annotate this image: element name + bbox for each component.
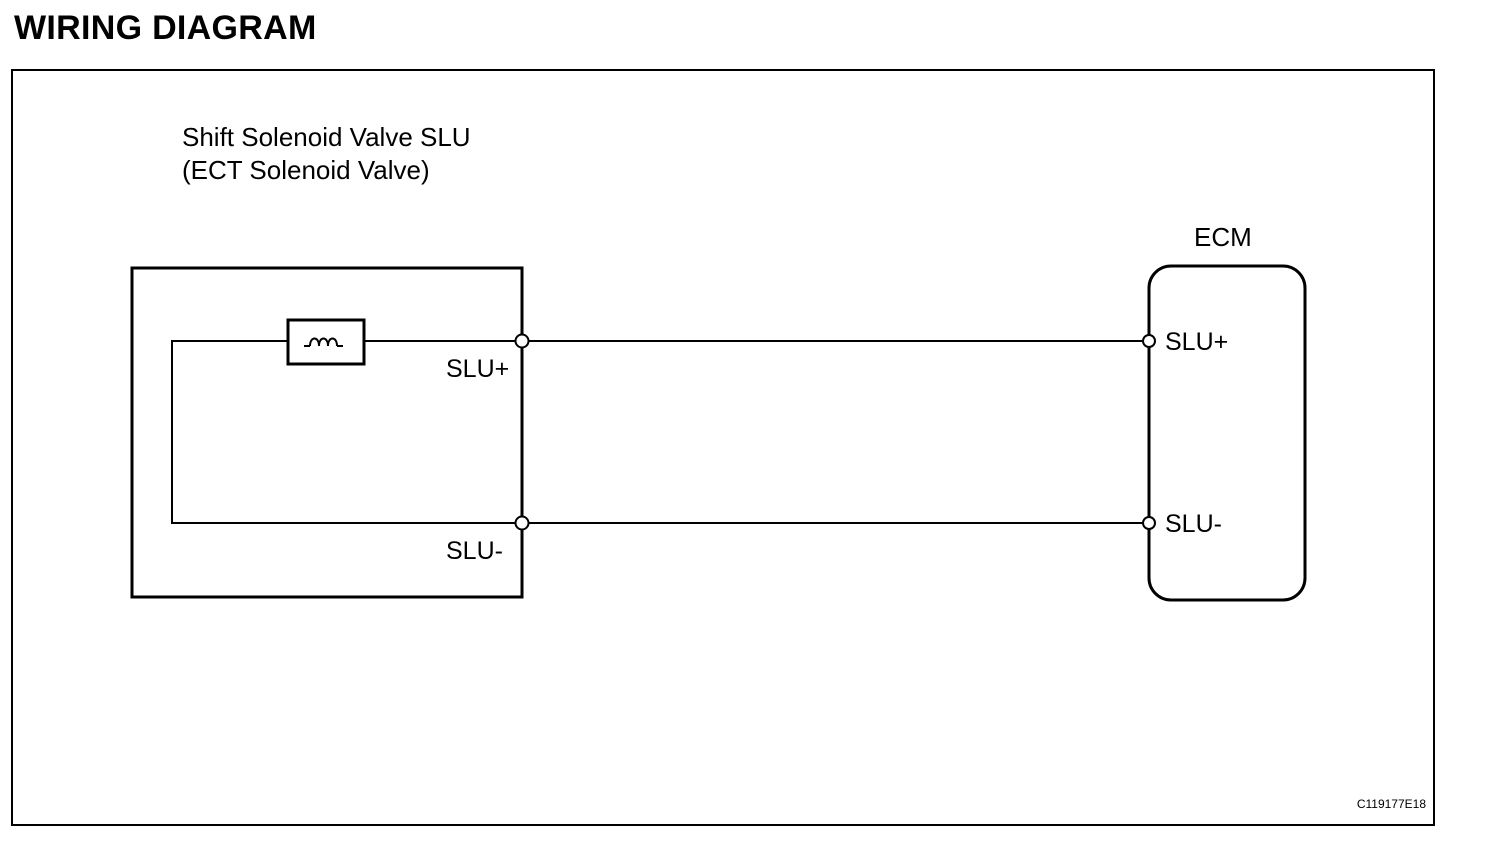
solenoid-name-line1: Shift Solenoid Valve SLU <box>182 122 471 152</box>
solenoid-terminal-slu-plus-label: SLU+ <box>446 355 509 383</box>
ecm-terminal-slu-plus <box>1142 334 1156 348</box>
solenoid-terminal-slu-minus <box>514 515 530 531</box>
ecm-box <box>1147 264 1307 602</box>
ecm-name: ECM <box>1194 222 1252 252</box>
solenoid-terminal-slu-minus-label: SLU- <box>446 537 503 565</box>
page-title: WIRING DIAGRAM <box>14 9 317 47</box>
ecm-terminal-slu-plus-label: SLU+ <box>1165 328 1228 356</box>
solenoid-box <box>130 266 524 599</box>
solenoid-terminal-slu-plus <box>514 333 530 349</box>
solenoid-coil-icon <box>286 318 366 366</box>
solenoid-name-line2: (ECT Solenoid Valve) <box>182 155 430 185</box>
ecm-terminal-slu-minus <box>1142 516 1156 530</box>
ecm-terminal-slu-minus-label: SLU- <box>1165 510 1222 538</box>
diagram-frame <box>11 69 1435 826</box>
solenoid-internal-wire <box>171 340 516 524</box>
figure-code: C119177E18 <box>1357 797 1426 811</box>
